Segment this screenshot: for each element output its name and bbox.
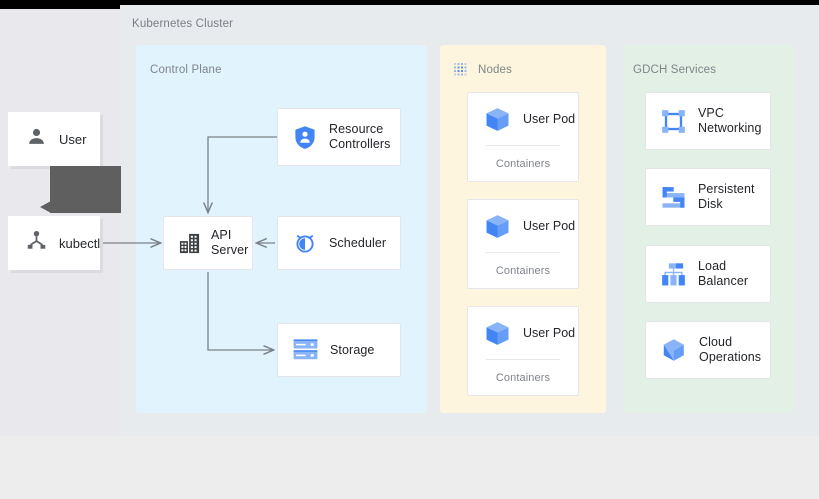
- pod-sublabel: Containers: [495, 372, 551, 384]
- pod-divider: [486, 145, 560, 146]
- card-scheduler[interactable]: Scheduler: [277, 216, 401, 270]
- card-label-api-server: API Server: [211, 228, 249, 257]
- card-load-balancer[interactable]: Load Balancer: [645, 245, 771, 303]
- card-label-vpc-networking: VPC Networking: [698, 106, 762, 135]
- server-building-icon: [178, 232, 201, 255]
- card-label-cloud-operations: Cloud Operations: [699, 335, 762, 364]
- top-black-strip-left: [0, 0, 222, 9]
- alarm-clock-icon: [293, 231, 317, 255]
- cluster-title: Kubernetes Cluster: [132, 18, 234, 30]
- group-title-gdch-services: GDCH Services: [633, 64, 717, 76]
- card-resource-controllers[interactable]: Resource Controllers: [277, 108, 401, 166]
- tooltip-tail: [40, 201, 51, 213]
- card-label-resource-controllers: Resource Controllers: [329, 122, 391, 151]
- card-label-persistent-disk: Persistent Disk: [698, 182, 755, 211]
- card-label-scheduler: Scheduler: [329, 235, 387, 250]
- storage-disks-icon: [293, 339, 318, 361]
- tooltip-overlay: [50, 166, 121, 213]
- vpc-network-icon: [661, 109, 686, 134]
- bottom-background-pane: [0, 436, 819, 499]
- persistent-disk-icon: [661, 185, 686, 210]
- card-vpc-networking[interactable]: VPC Networking: [645, 92, 771, 150]
- cube-icon: [484, 320, 511, 347]
- pod-card-3[interactable]: User Pod Containers: [467, 306, 579, 396]
- top-black-strip-right: [222, 0, 819, 5]
- pod-sublabel: Containers: [495, 158, 551, 170]
- person-icon: [26, 126, 47, 152]
- actor-card-kubectl[interactable]: kubectl: [8, 216, 100, 270]
- group-title-nodes: Nodes: [478, 64, 512, 76]
- pod-header: User Pod: [468, 93, 578, 145]
- actor-card-user[interactable]: User: [8, 112, 100, 166]
- pod-label: User Pod: [523, 219, 576, 233]
- cube-icon: [484, 106, 511, 133]
- shield-person-icon: [293, 125, 317, 150]
- pod-divider: [486, 252, 560, 253]
- card-cloud-operations[interactable]: Cloud Operations: [645, 321, 771, 379]
- pod-sublabel: Containers: [495, 265, 551, 277]
- cloud-operations-icon: [661, 337, 687, 363]
- card-api-server[interactable]: API Server: [163, 216, 253, 270]
- pod-label: User Pod: [523, 326, 576, 340]
- card-storage[interactable]: Storage: [277, 323, 401, 377]
- card-label-load-balancer: Load Balancer: [698, 259, 749, 288]
- actor-label-user: User: [59, 131, 87, 147]
- pod-label: User Pod: [523, 112, 576, 126]
- pod-card-2[interactable]: User Pod Containers: [467, 199, 579, 289]
- node-tree-icon: [26, 230, 47, 256]
- card-persistent-disk[interactable]: Persistent Disk: [645, 168, 771, 226]
- pod-header: User Pod: [468, 307, 578, 359]
- cube-icon: [484, 213, 511, 240]
- pod-header: User Pod: [468, 200, 578, 252]
- pod-card-1[interactable]: User Pod Containers: [467, 92, 579, 182]
- load-balancer-icon: [661, 262, 686, 287]
- group-title-control-plane: Control Plane: [150, 64, 222, 76]
- card-label-storage: Storage: [330, 342, 375, 357]
- pod-divider: [486, 359, 560, 360]
- actor-label-kubectl: kubectl: [59, 235, 101, 251]
- dotted-grid-icon: [453, 62, 469, 78]
